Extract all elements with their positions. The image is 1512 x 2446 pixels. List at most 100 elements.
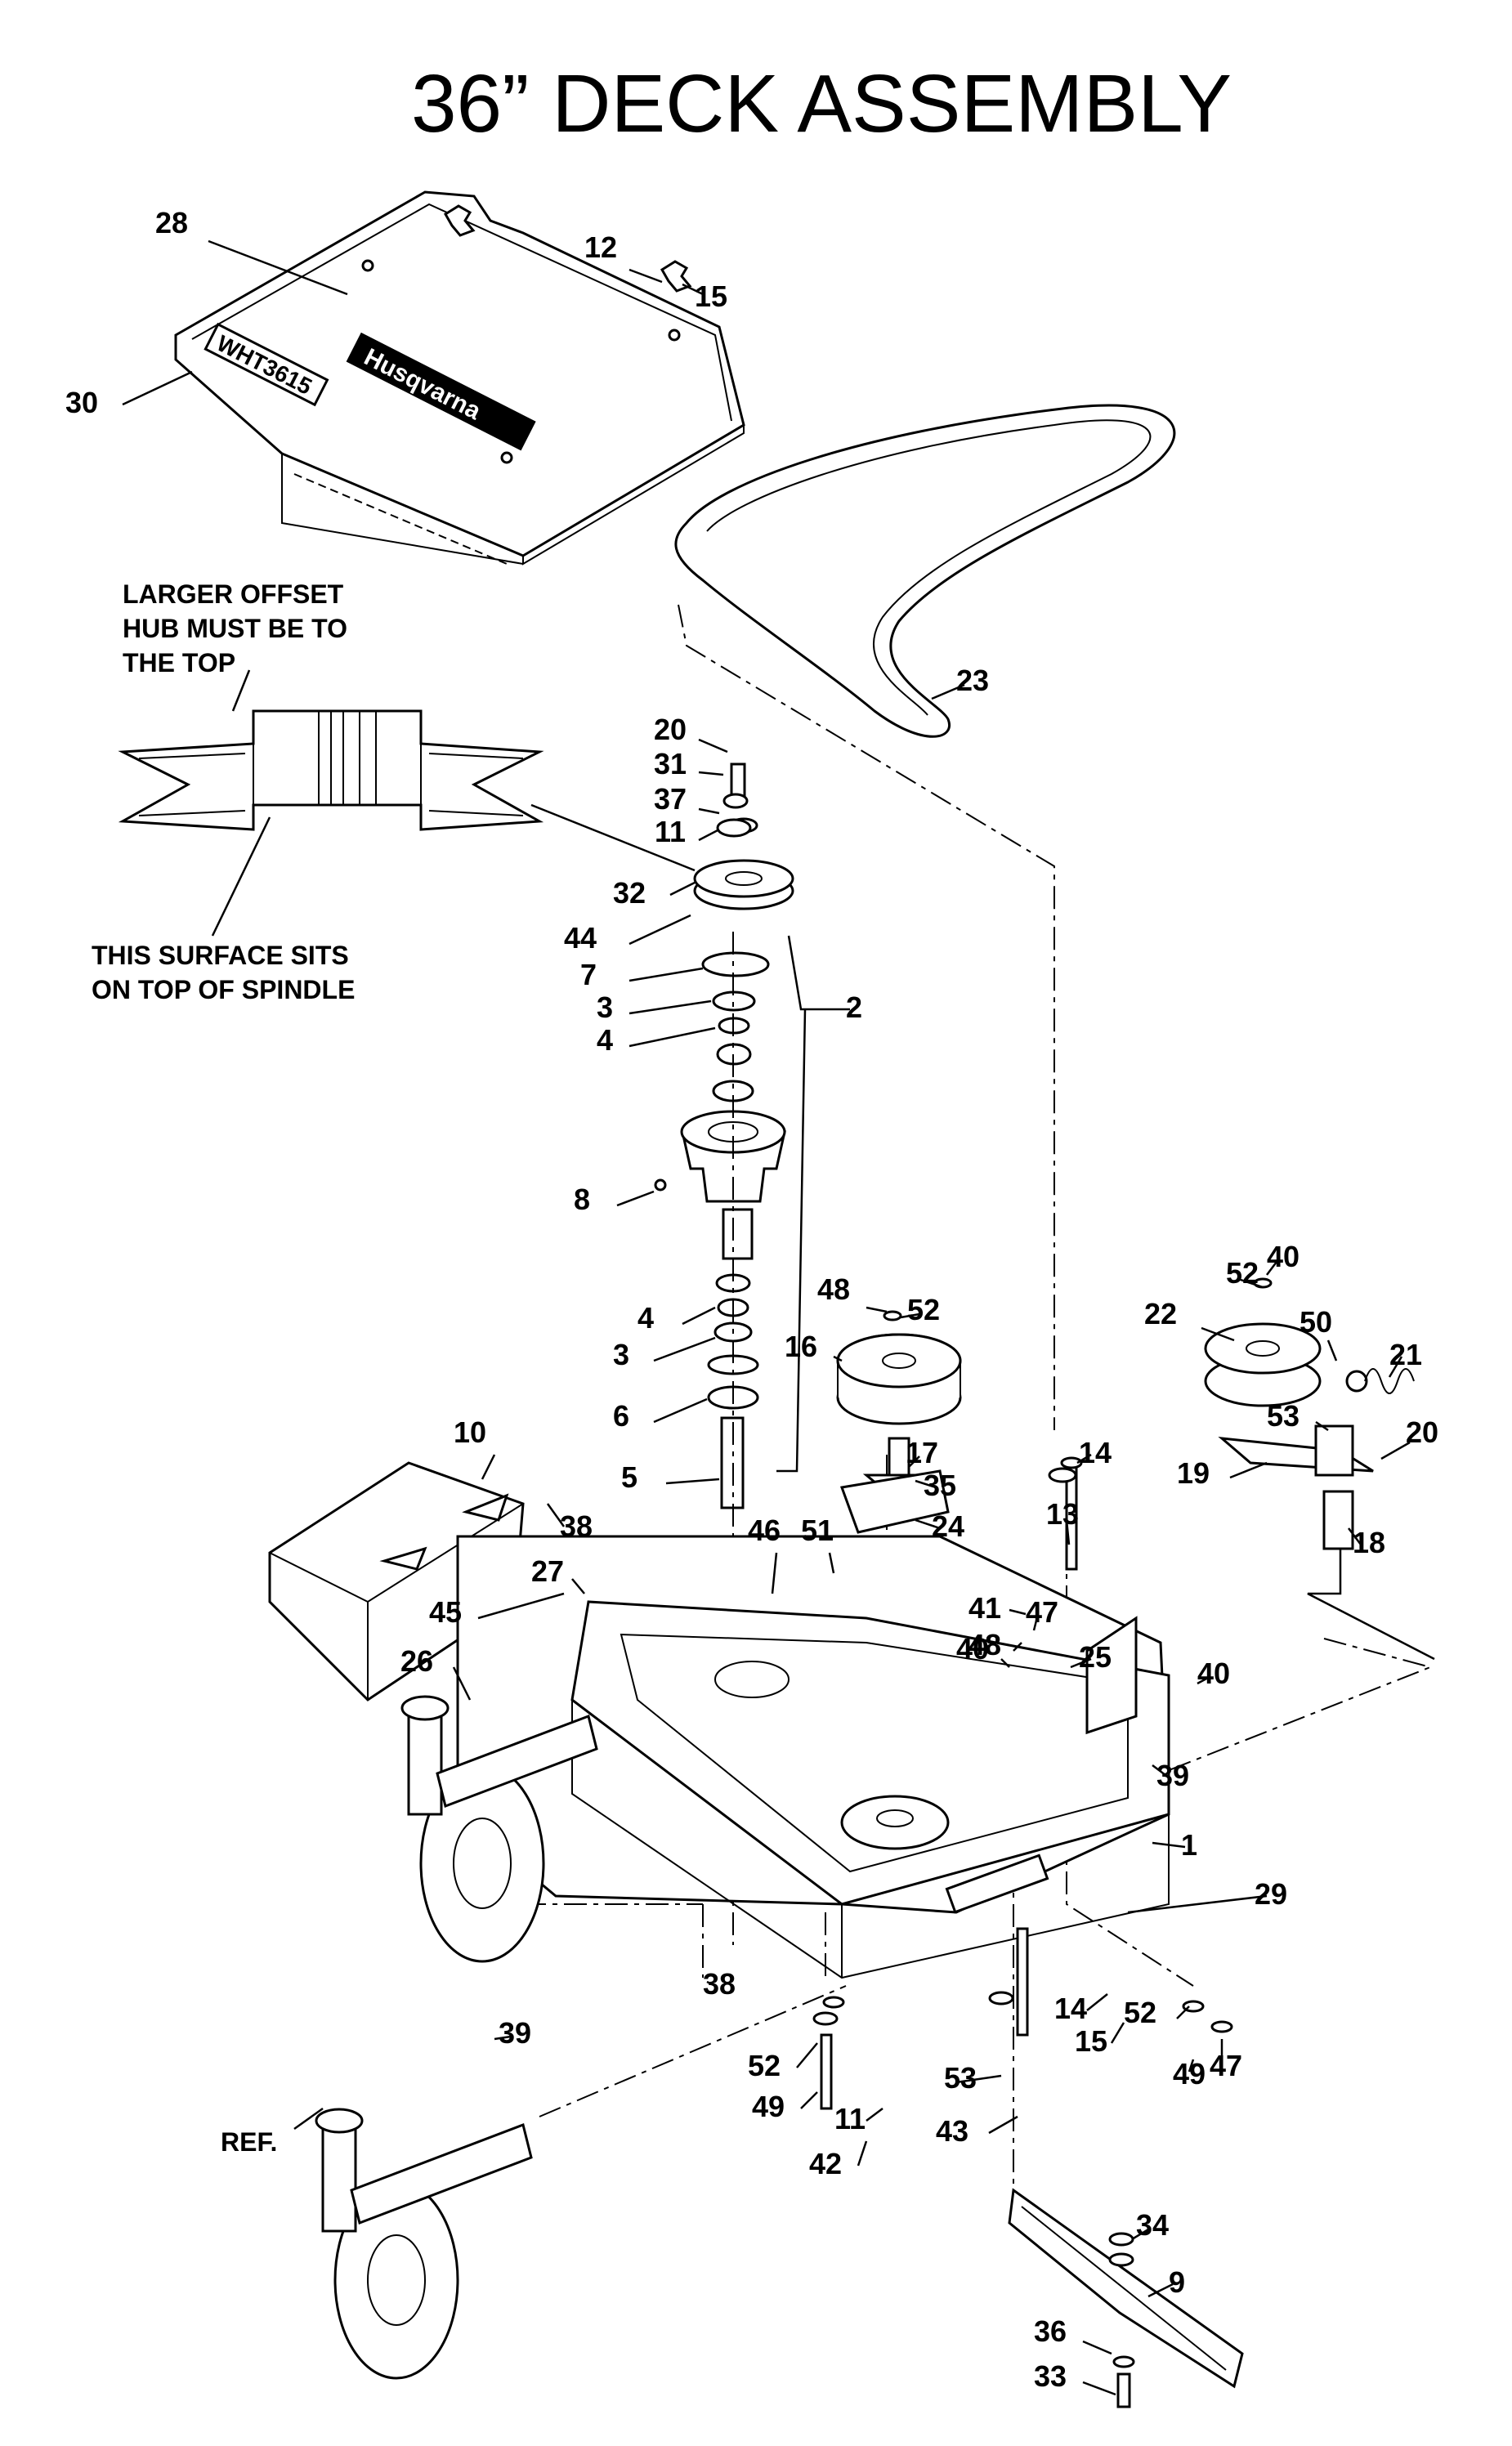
leader-line [1152,1764,1170,1778]
leader-line [1032,1613,1040,1631]
leader-line [1348,1527,1362,1545]
leader-line [706,1980,716,1988]
callout-number: 9 [1169,2265,1185,2299]
callout-number: 20 [654,713,687,746]
callout-number: 40 [1267,1240,1300,1273]
ref-label: REF. [221,2127,278,2157]
callout-number: 39 [1156,1759,1189,1792]
mower-deck [456,1469,1170,1979]
leader-line [1201,1326,1235,1342]
callout-number: 49 [752,2090,785,2123]
leader-line [669,881,696,897]
leader-line [1086,1993,1108,2011]
callout-number: 51 [801,1514,834,1547]
callout-number: 11 [834,2102,866,2135]
callout-number: 45 [429,1595,462,1629]
leader-line [866,1306,888,1313]
callout-number: 14 [1079,1436,1112,1469]
callout-number: 8 [574,1183,590,1216]
leader-line [698,738,728,753]
leader-line [616,1190,655,1207]
page-title: 36” DECK ASSEMBLY [410,58,1232,150]
callout-number: 23 [956,664,989,697]
leader-line [1131,2228,1149,2241]
callout-number: 3 [597,990,613,1024]
callout-number: 6 [613,1399,629,1433]
callout-number: 40 [956,1632,989,1666]
leader-line [915,1479,937,1489]
leader-line [208,239,348,296]
leader-line [629,999,712,1015]
callout-number: 25 [1079,1640,1112,1674]
callout-number: 4 [597,1023,613,1057]
leader-line [1082,2340,1112,2355]
callout-number: 5 [621,1460,637,1494]
pulley-section-inset [118,669,696,937]
callout-number: 48 [817,1272,850,1306]
callout-number: 46 [748,1514,781,1547]
callout-number: 15 [695,279,727,313]
leader-line [908,1456,920,1468]
leader-line [1197,1675,1210,1685]
leader-line [1229,1461,1268,1479]
callout-number: 12 [584,230,617,264]
leader-line [955,2074,1002,2084]
callout-number: 34 [1136,2208,1169,2242]
leader-line [771,1552,778,1594]
leader-line [698,807,720,815]
leader-line [900,1312,920,1319]
leader-line [1380,1441,1411,1460]
callout-number: 21 [1389,1338,1422,1371]
leader-line [1147,2283,1174,2298]
callout-number: 33 [1034,2359,1067,2393]
callout-number: 42 [809,2147,842,2180]
leader-line [1315,1420,1329,1432]
leader-line [477,1592,565,1620]
callout-number: 26 [400,1644,433,1678]
leader-line [1326,1339,1338,1362]
spindle-surface-note: THIS SURFACE SITS ON TOP OF SPINDLE [92,941,356,1004]
offset-hub-note: LARGER OFFSET HUB MUST BE TO THE TOP [123,579,347,677]
callout-number: 52 [1124,1996,1156,2029]
leader-line [494,2035,512,2041]
callout-number: 28 [155,206,188,239]
callout-number: 15 [1075,2024,1107,2058]
leader-line [629,914,691,946]
callout-number: 32 [613,876,646,910]
leader-line [629,268,663,284]
leader-line [866,2108,883,2122]
callout-number: 41 [968,1591,1001,1625]
leader-line [1009,1608,1027,1616]
callout-number: 52 [1226,1256,1259,1290]
leader-line [931,683,965,700]
leader-line [1127,1894,1268,1914]
drive-belt [674,404,1176,738]
leader-line [1237,1277,1264,1289]
callout-number: 36 [1034,2314,1067,2348]
hardware [812,1456,1233,2110]
callout-number: 40 [1197,1657,1230,1690]
leader-line [915,1518,941,1530]
leader-line [1000,1658,1010,1668]
callout-number: 2 [846,990,862,1024]
callout-number: 37 [654,782,687,816]
leader-line [653,1397,708,1424]
callout-number: 14 [1054,1992,1087,2025]
callout-number: 53 [1267,1399,1300,1433]
leader-line [653,1336,716,1362]
callout-number: 53 [944,2061,977,2095]
callout-number: 18 [1353,1526,1385,1559]
callout-number: 22 [1144,1297,1177,1330]
leader-line [1082,2381,1116,2396]
callout-number: 16 [785,1330,817,1363]
spindle-assembly [654,762,850,1509]
leader-line [682,1306,716,1326]
leader-line [698,771,724,776]
idler-arm-assembly [1204,1277,1435,1661]
leader-line [1013,1642,1022,1652]
callout-number: 7 [580,958,597,991]
callout-number: 13 [1046,1497,1079,1531]
callout-number: 50 [1300,1305,1332,1339]
